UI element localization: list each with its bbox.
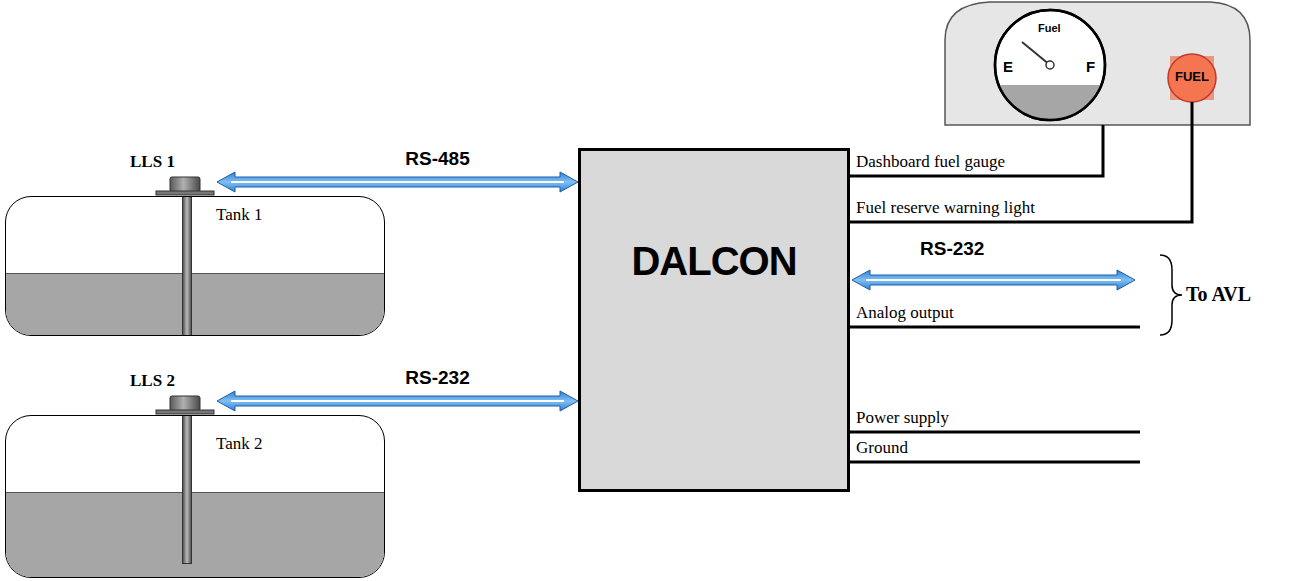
sensor-probe [182,415,192,564]
fuel-tank: Tank 2 [5,415,385,578]
output-label: Analog output [856,303,954,323]
gauge-wire [850,125,1103,176]
output-label: Ground [856,438,908,458]
link-label: RS-232 [405,367,469,389]
level-sensor: LLS 2 [155,395,215,415]
fuel-gauge [995,10,1105,120]
sensor-cap [170,396,200,411]
gauge-mark: F [1086,58,1095,75]
power-wire [850,431,1140,434]
sensor-cap [170,177,200,192]
fuel-tank: Tank 1 [5,196,385,336]
sensor-label: LLS 2 [130,371,175,391]
tank-label: Tank 1 [216,205,263,225]
sensor-head [155,176,215,196]
warning-light-text: FUEL [1175,70,1209,85]
destination-label: To AVL [1186,283,1251,306]
gauge-title: Fuel [1038,22,1061,35]
gauge-needle [1022,42,1050,65]
avl-arrow [852,270,1135,290]
gauge-level [999,85,1101,120]
link-arrow-core [231,181,564,183]
sensor-probe [182,196,192,336]
warning-light [1168,54,1216,102]
controller-box: DALCON [578,148,850,492]
analog-wire [850,326,1140,329]
warning-wire [850,102,1192,222]
fuel-liquid [6,273,384,335]
link-arrow-core [231,400,564,402]
link-label: RS-485 [405,148,469,170]
link-arrow [217,391,578,411]
link-arrow [217,172,578,192]
sensor-flange [156,191,214,195]
gauge-pivot [1046,61,1054,69]
serial-link [217,172,578,192]
sensor-label: LLS 1 [130,152,175,172]
serial-link [217,391,578,411]
level-sensor: LLS 1 [155,176,215,196]
avl-arrow-core [866,279,1121,281]
controller-name: DALCON [631,239,796,284]
sensor-flange [156,410,214,414]
output-label: Fuel reserve warning light [856,198,1035,218]
avl-bracket [1160,255,1182,335]
sensor-head [155,395,215,415]
dashboard-panel [945,2,1250,125]
ground-wire [850,461,1140,464]
link-label: RS-232 [920,238,984,260]
gauge-mark: E [1003,58,1013,75]
output-label: Power supply [856,408,949,428]
fuel-liquid [6,492,384,577]
tank-label: Tank 2 [216,434,263,454]
gauge-rim [995,10,1105,120]
output-label: Dashboard fuel gauge [856,152,1005,172]
